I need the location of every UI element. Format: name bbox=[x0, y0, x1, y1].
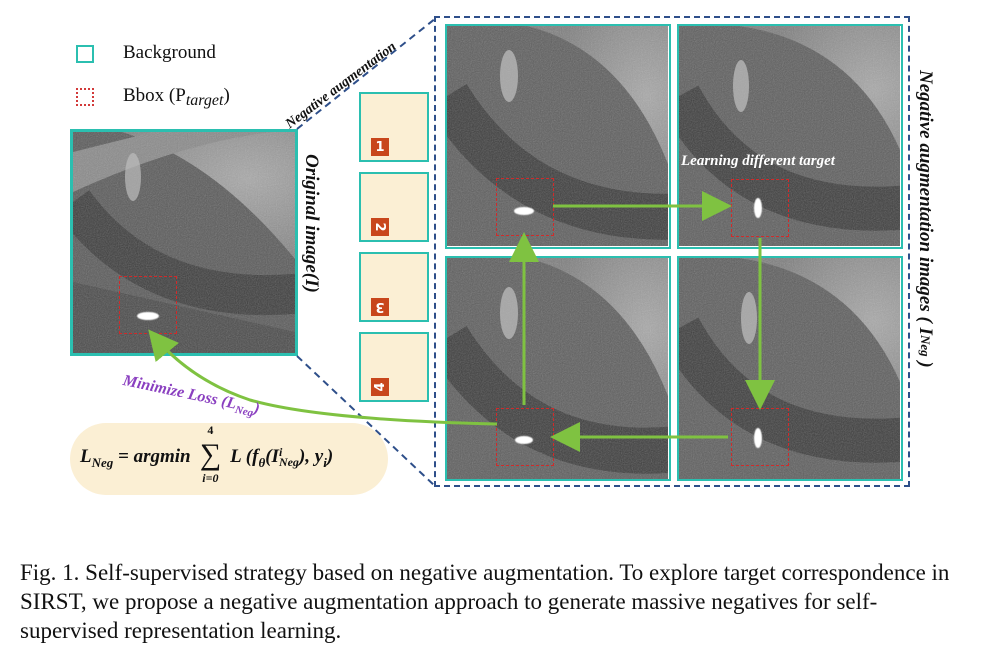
target-3 bbox=[515, 436, 533, 444]
lower-connector bbox=[296, 355, 437, 488]
target-1 bbox=[514, 207, 534, 215]
patch-3: 3 bbox=[359, 252, 429, 322]
legend-bbox-sub: target bbox=[185, 92, 224, 109]
scene-1 bbox=[447, 26, 669, 246]
arrow-to-original bbox=[148, 329, 498, 426]
patch-4: 4 bbox=[359, 332, 429, 402]
original-bbox bbox=[119, 276, 177, 334]
scene-3 bbox=[447, 258, 669, 479]
summation: 4 ∑ i=0 bbox=[199, 423, 222, 485]
negative-image-1 bbox=[445, 24, 671, 249]
patch-number: 1 bbox=[371, 138, 389, 156]
figure-caption: Fig. 1. Self-supervised strategy based o… bbox=[20, 560, 950, 643]
legend-bbox-label: Bbox (Ptarget) bbox=[123, 85, 230, 109]
upper-connector bbox=[296, 17, 437, 130]
legend-background-swatch bbox=[76, 45, 94, 63]
negative-image-4 bbox=[677, 256, 903, 481]
target-2 bbox=[754, 198, 762, 218]
target-4 bbox=[754, 428, 762, 448]
negative-augmentation-images-label: Negative augmentation images ( INeg ) bbox=[915, 70, 936, 368]
original-image-panel bbox=[70, 129, 298, 356]
legend-background-label: Background bbox=[123, 42, 216, 63]
learning-different-target-label: Learning different target bbox=[681, 153, 835, 169]
negative-images-frame bbox=[434, 16, 910, 487]
original-image-label: Original image(I) bbox=[301, 154, 322, 293]
negative-image-3 bbox=[445, 256, 671, 481]
original-image-scene bbox=[73, 132, 295, 353]
scene-4 bbox=[679, 258, 901, 479]
patch-2: 2 bbox=[359, 172, 429, 242]
patch-1: 1 bbox=[359, 92, 429, 162]
original-target bbox=[137, 312, 159, 320]
legend-bbox-swatch bbox=[76, 88, 94, 106]
